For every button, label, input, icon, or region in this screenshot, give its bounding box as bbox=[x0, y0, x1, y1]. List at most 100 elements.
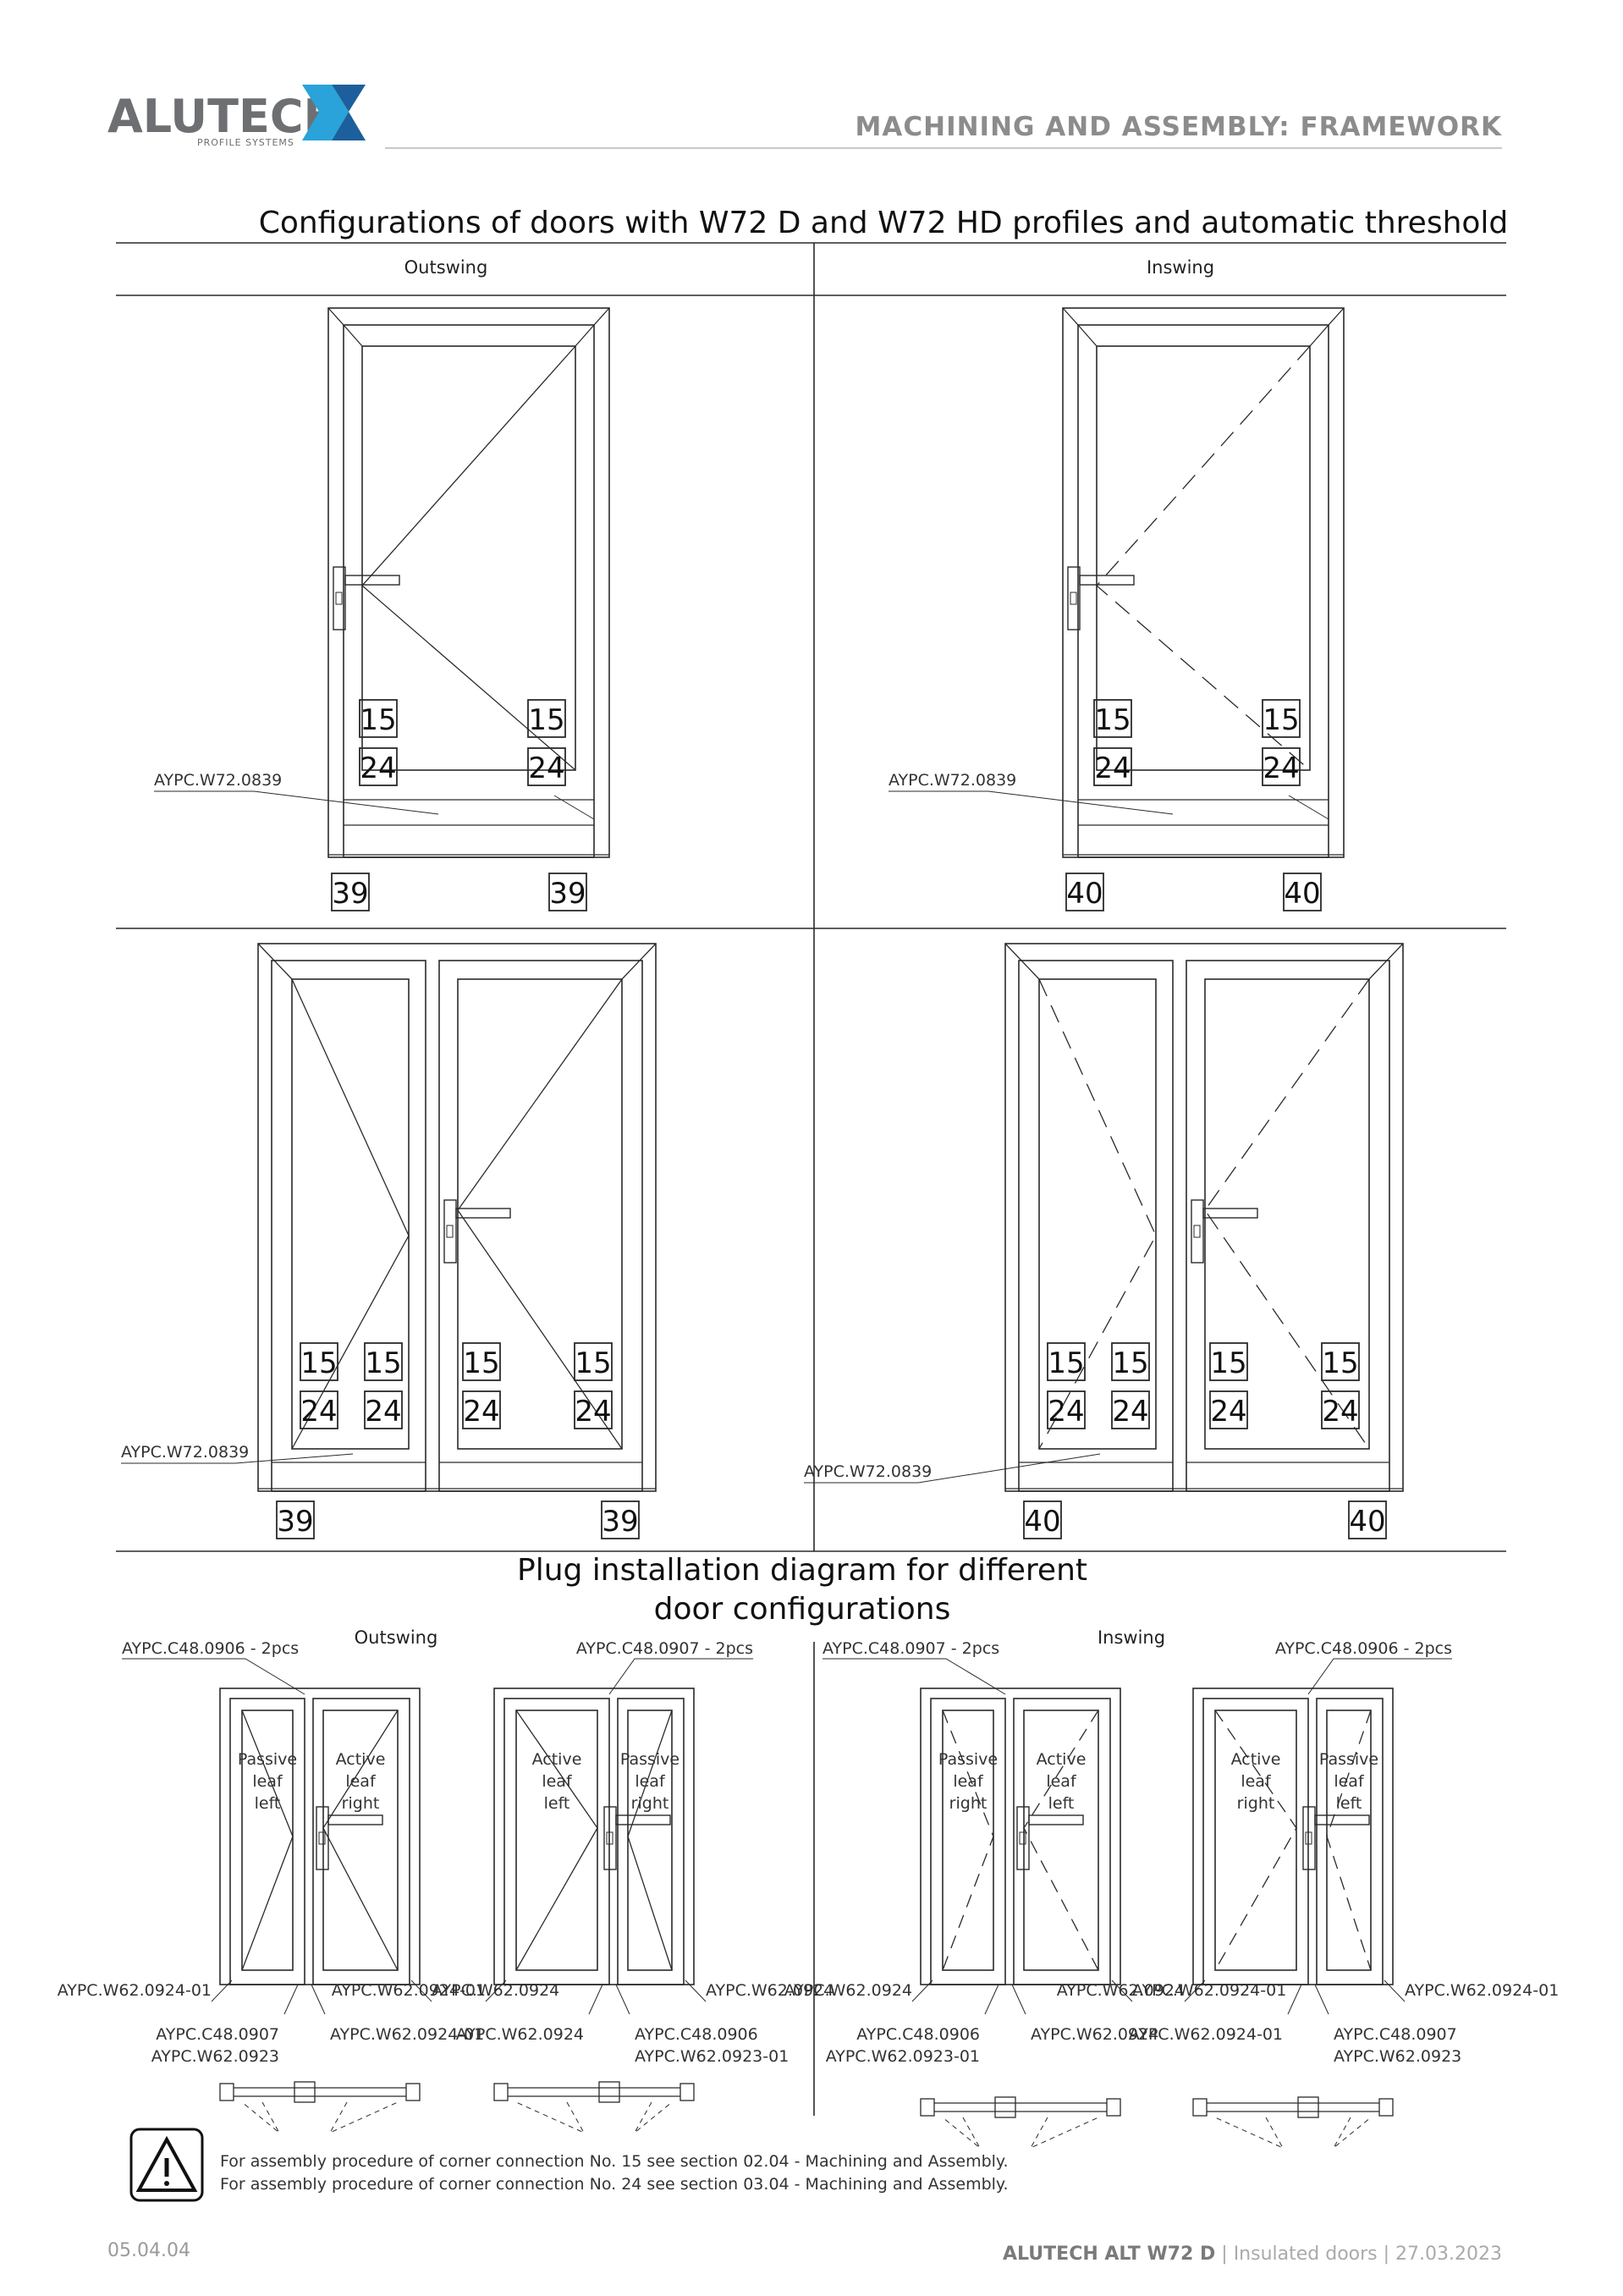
corner-24-label: 24 bbox=[1112, 1395, 1148, 1429]
plan-mullion-icon bbox=[994, 2096, 1016, 2118]
leader-line bbox=[911, 1979, 933, 2002]
corner-24-label-box bbox=[1209, 1390, 1248, 1429]
corner-24-label: 24 bbox=[1322, 1395, 1358, 1429]
corner-15-label: 15 bbox=[1048, 1346, 1084, 1380]
leader-line bbox=[1288, 795, 1329, 820]
leader-line bbox=[485, 1979, 507, 2002]
corner-24-label: 24 bbox=[463, 1395, 499, 1429]
corner-15-label: 15 bbox=[528, 703, 564, 737]
corner-15-label: 15 bbox=[360, 703, 396, 737]
active-swing-line bbox=[1204, 978, 1370, 1450]
passive-glazing bbox=[291, 978, 410, 1450]
right-leaf-caption: leaf bbox=[635, 1772, 666, 1791]
logo-chevron-top-icon bbox=[332, 85, 366, 112]
active-swing-line bbox=[322, 1710, 399, 1971]
config-title: Configurations of doors with W72 D and W… bbox=[259, 206, 1509, 240]
plan-jamb-icon bbox=[1192, 2098, 1208, 2117]
right-leaf-caption: leaf bbox=[1046, 1772, 1077, 1791]
corner-24-label-box bbox=[574, 1390, 613, 1429]
right-leaf-caption: Active bbox=[1037, 1750, 1087, 1769]
left-glazing bbox=[241, 1710, 294, 1971]
threshold-part-label: AYPC.W72.0839 bbox=[889, 771, 1016, 790]
leader-line bbox=[122, 1658, 305, 1695]
corner-24-label: 24 bbox=[360, 752, 396, 785]
brand-logo-subtitle: PROFILE SYSTEMS bbox=[197, 137, 294, 148]
active-leaf-frame bbox=[1186, 960, 1390, 1492]
handle-escutcheon-icon bbox=[1302, 1806, 1316, 1870]
corner-24-label: 24 bbox=[300, 1395, 337, 1429]
threshold-part-label: AYPC.W72.0839 bbox=[154, 771, 282, 790]
bottom-left-part-label: AYPC.W62.0924 bbox=[784, 1981, 912, 2000]
corner-24-label: 24 bbox=[1263, 752, 1299, 785]
corner-15-label: 15 bbox=[1112, 1346, 1148, 1380]
leader-line bbox=[211, 1979, 233, 2002]
left-leaf-caption: left bbox=[544, 1794, 570, 1813]
bottom-corner-label: 40 bbox=[1024, 1505, 1060, 1539]
plan-jamb-icon bbox=[1106, 2098, 1121, 2117]
footer-separator: | bbox=[1215, 2244, 1233, 2265]
corner-line bbox=[1004, 943, 1040, 980]
bottom-part-label: AYPC.W62.0923-01 bbox=[635, 2047, 789, 2066]
top-part-label: AYPC.C48.0906 - 2pcs bbox=[122, 1639, 299, 1658]
handle-escutcheon-icon bbox=[1016, 1806, 1030, 1870]
top-part-label: AYPC.C48.0907 - 2pcs bbox=[823, 1639, 999, 1658]
swing-diagonal bbox=[361, 345, 576, 771]
right-leaf-caption: right bbox=[342, 1794, 380, 1813]
corner-line bbox=[621, 943, 657, 980]
brand-logo-text: ALUTECH bbox=[107, 90, 342, 143]
passive-swing-line bbox=[241, 1710, 294, 1971]
corner-line bbox=[1062, 307, 1079, 326]
glazing-frame bbox=[361, 345, 576, 771]
note-line-1: For assembly procedure of corner connect… bbox=[220, 2152, 1009, 2171]
corner-24-label: 24 bbox=[575, 1395, 611, 1429]
leader-line bbox=[608, 1658, 753, 1695]
corner-24-label-box bbox=[1093, 747, 1132, 786]
right-glazing bbox=[1326, 1710, 1372, 1971]
corner-24-label-box bbox=[300, 1390, 338, 1429]
corner-24-label-box bbox=[1321, 1390, 1360, 1429]
bottom-corner-label-box bbox=[276, 1500, 315, 1539]
corner-24-label: 24 bbox=[1094, 752, 1131, 785]
corner-15-label-box bbox=[364, 1342, 403, 1381]
corner-15-label-box bbox=[359, 699, 398, 738]
notes-block: For assembly procedure of corner connect… bbox=[129, 2128, 1009, 2202]
passive-swing-line bbox=[627, 1710, 673, 1971]
passive-leaf-frame bbox=[1018, 960, 1174, 1492]
right-leaf-caption: left bbox=[1336, 1794, 1362, 1813]
warning-box bbox=[129, 2128, 204, 2202]
section-title: MACHINING AND ASSEMBLY: FRAMEWORK bbox=[856, 112, 1502, 142]
corner-15-label-box bbox=[1047, 1342, 1086, 1381]
left-leaf-caption: right bbox=[1237, 1794, 1275, 1813]
footer-doc: Insulated doors | 27.03.2023 bbox=[1234, 2244, 1502, 2265]
top-part-label: AYPC.C48.0907 - 2pcs bbox=[576, 1639, 753, 1658]
left-glazing bbox=[515, 1710, 598, 1971]
right-glazing bbox=[322, 1710, 399, 1971]
right-leaf-caption: leaf bbox=[1334, 1772, 1365, 1791]
footer-product: ALUTECH ALT W72 D bbox=[1003, 2244, 1215, 2265]
leader-line bbox=[1314, 1984, 1329, 2015]
note-line-2: For assembly procedure of corner connect… bbox=[220, 2175, 1009, 2194]
bottom-part-label: AYPC.C48.0907 bbox=[1334, 2025, 1457, 2044]
right-leaf-caption: Active bbox=[336, 1750, 386, 1769]
right-leaf-frame bbox=[312, 1698, 410, 1985]
corner-24-label-box bbox=[1111, 1390, 1150, 1429]
corner-15-label: 15 bbox=[1263, 703, 1299, 737]
handle-lever-icon bbox=[1079, 575, 1135, 586]
leader-line bbox=[1011, 1984, 1026, 2015]
corner-15-label: 15 bbox=[365, 1346, 401, 1380]
passive-leaf-frame bbox=[271, 960, 426, 1492]
corner-24-label-box bbox=[462, 1390, 501, 1429]
active-leaf-frame bbox=[438, 960, 643, 1492]
corner-24-label: 24 bbox=[1210, 1395, 1246, 1429]
corner-15-label-box bbox=[1321, 1342, 1360, 1381]
plan-swing-arc bbox=[1214, 2117, 1285, 2150]
left-leaf-caption: left bbox=[255, 1794, 281, 1813]
bottom-left-part-label: AYPC.W62.0924-01 bbox=[332, 1981, 486, 2000]
logo-chevron-bottom-icon bbox=[332, 112, 366, 140]
passive-swing-line bbox=[291, 978, 410, 1450]
left-leaf-caption: leaf bbox=[953, 1772, 984, 1791]
plug-inswing-label: Inswing bbox=[1098, 1627, 1165, 1648]
